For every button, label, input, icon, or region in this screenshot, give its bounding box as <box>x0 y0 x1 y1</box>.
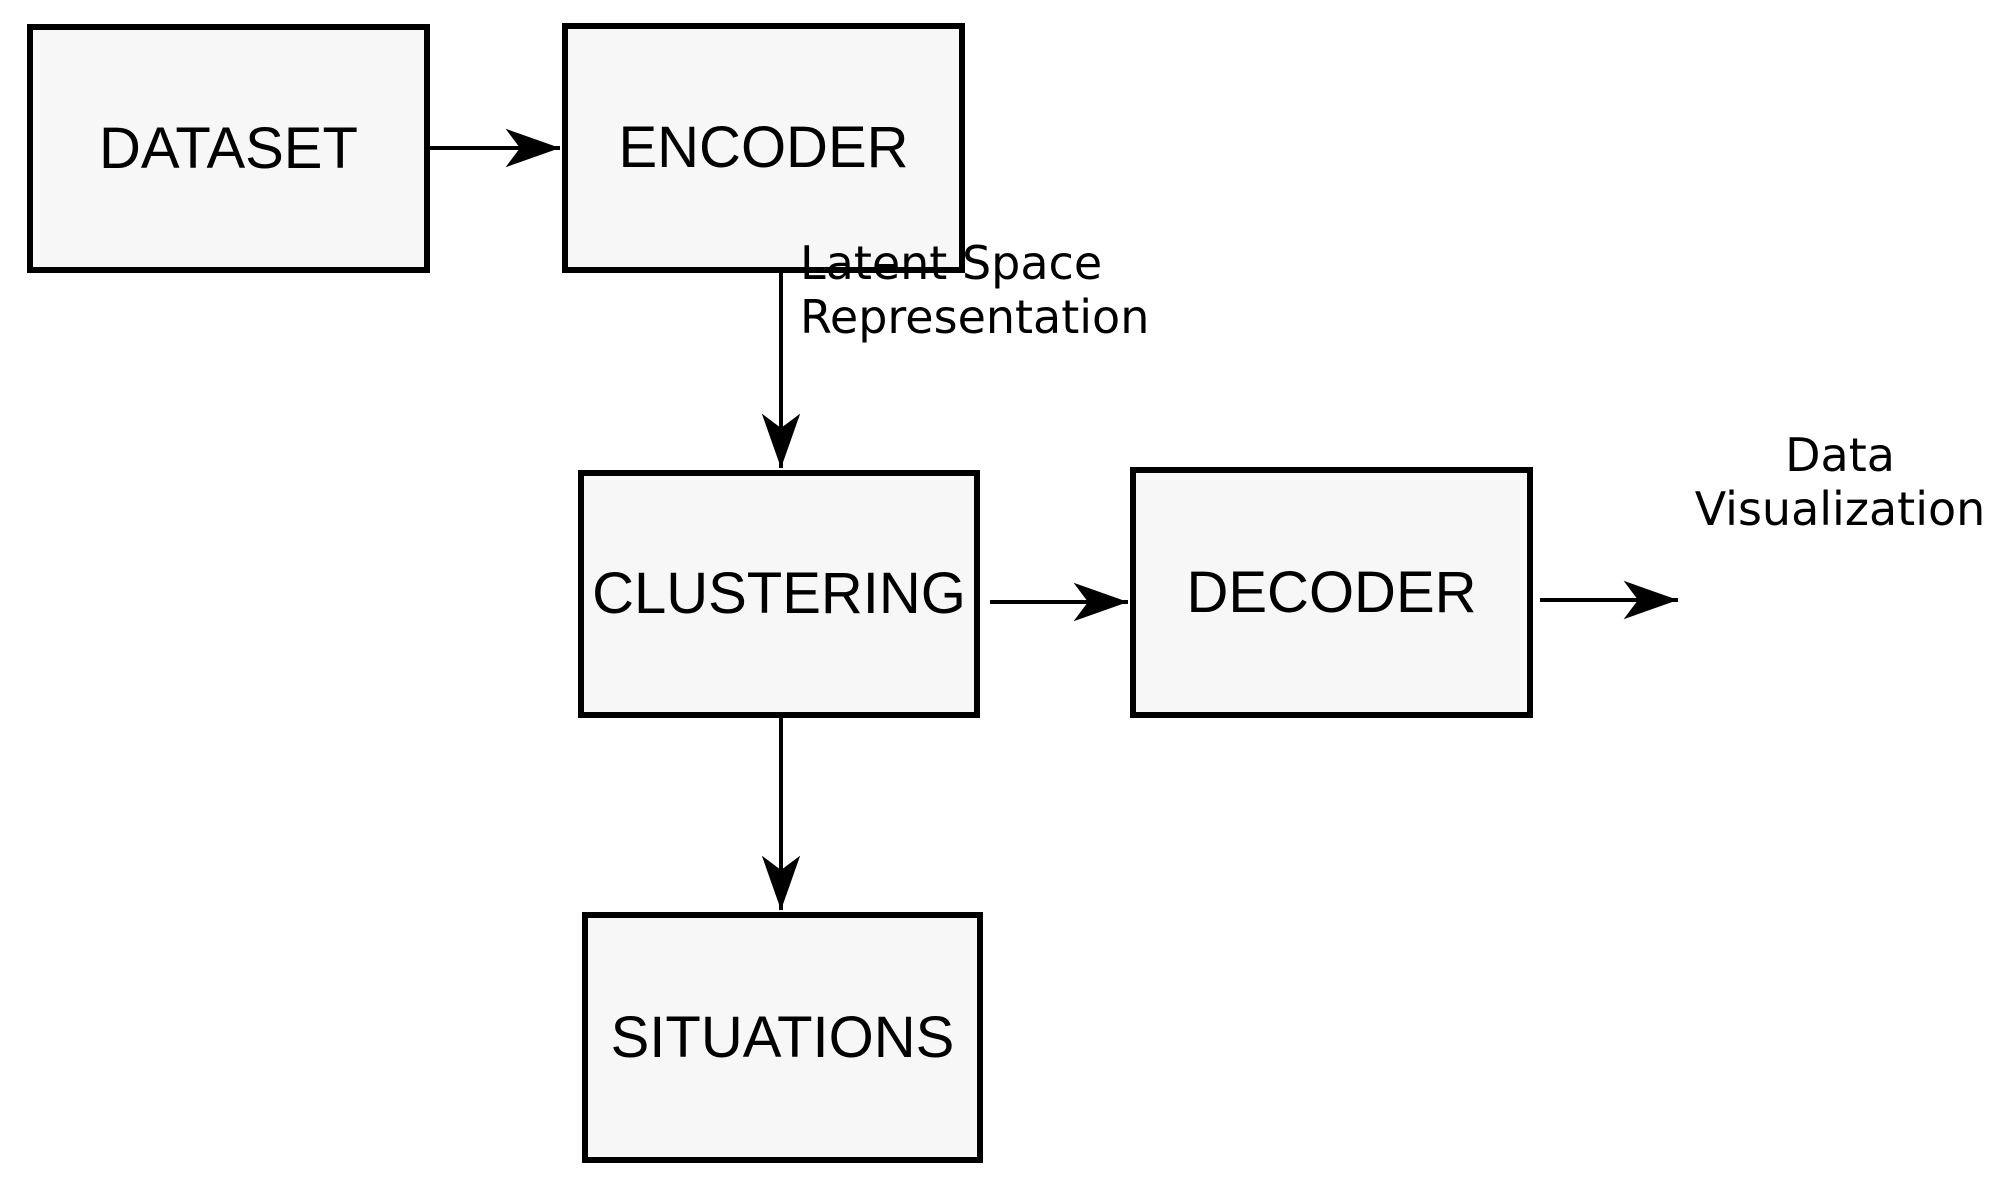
node-situations-label: SITUATIONS <box>611 1009 955 1067</box>
edge-label-latent-line-2: Representation <box>800 290 1149 344</box>
node-dataset-label: DATASET <box>99 120 358 178</box>
edge-label-latent-space-representation: Latent Space Representation <box>800 236 1149 345</box>
node-clustering-label: CLUSTERING <box>592 565 966 623</box>
node-clustering[interactable]: CLUSTERING <box>578 470 980 718</box>
node-dataviz-line-2: Visualization <box>1690 482 1990 536</box>
node-decoder-label: DECODER <box>1186 564 1476 622</box>
node-dataviz-line-1: Data <box>1690 428 1990 482</box>
node-dataviz-label: Data Visualization <box>1690 428 1990 537</box>
node-situations[interactable]: SITUATIONS <box>582 912 983 1163</box>
node-decoder[interactable]: DECODER <box>1130 467 1533 718</box>
edge-label-latent-line-1: Latent Space <box>800 236 1149 290</box>
node-dataset[interactable]: DATASET <box>27 24 430 273</box>
node-encoder-label: ENCODER <box>618 119 908 177</box>
